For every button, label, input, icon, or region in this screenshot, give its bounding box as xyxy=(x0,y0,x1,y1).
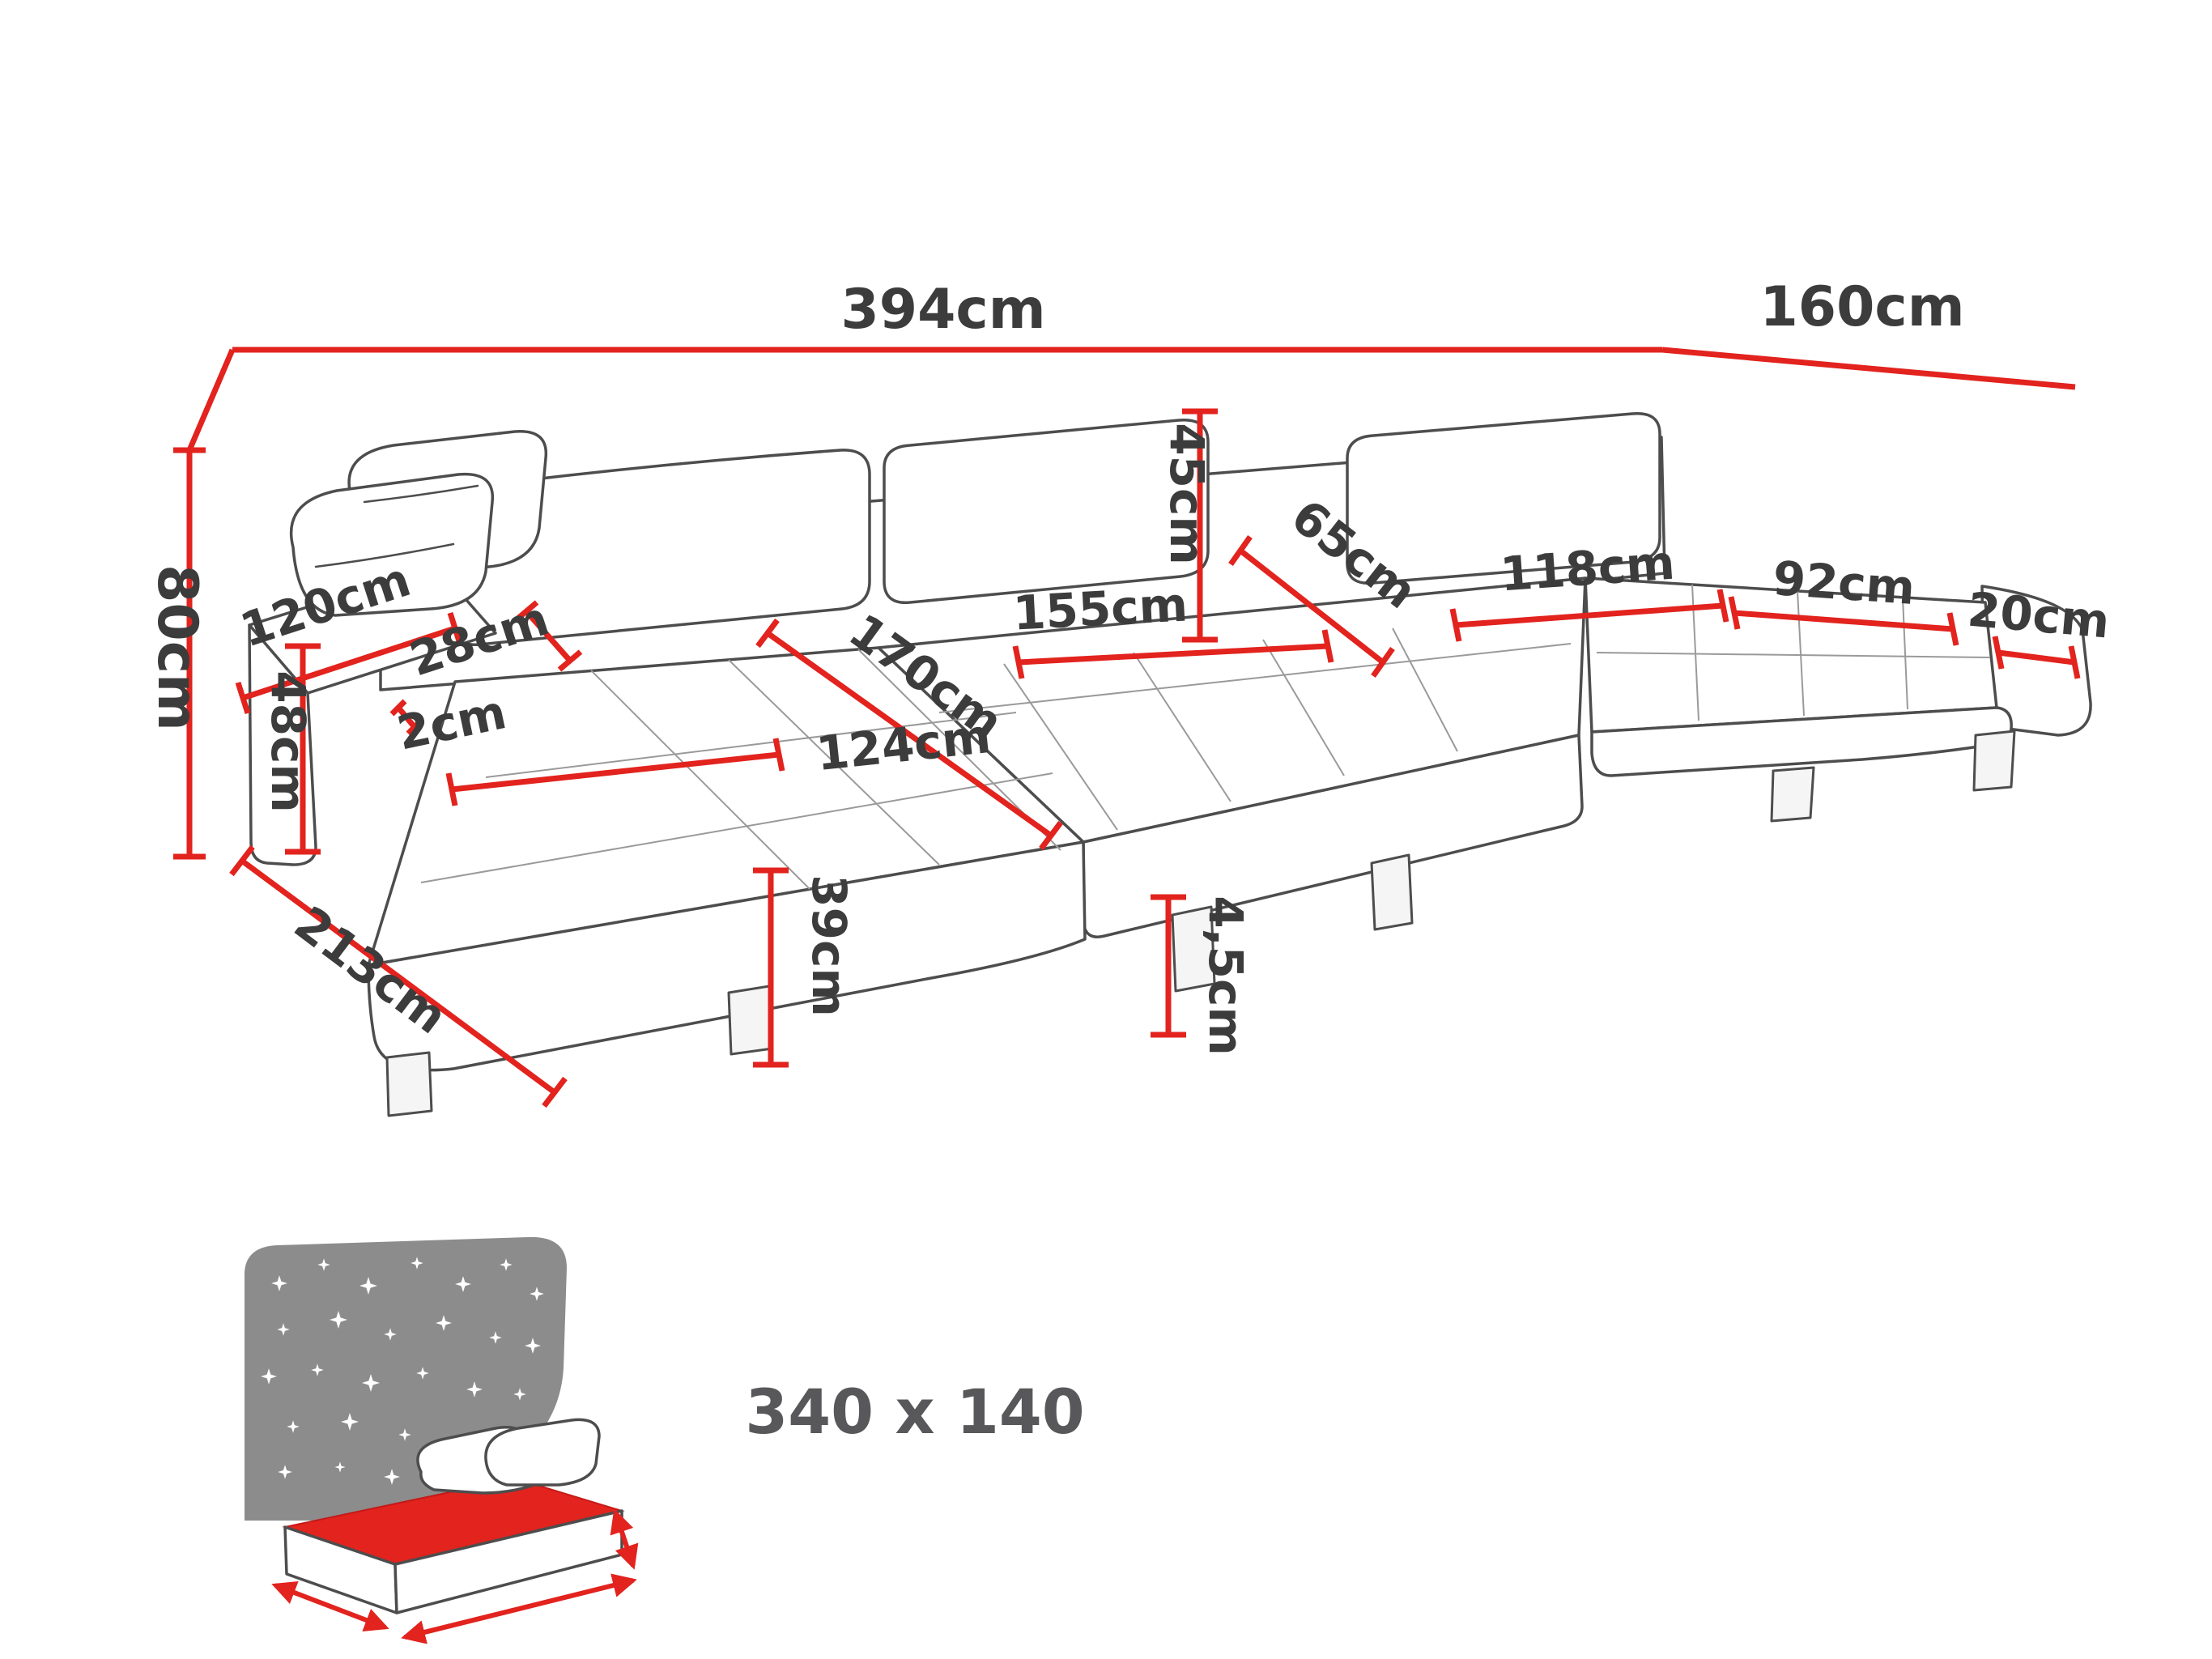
dim-total-width-line xyxy=(186,347,1662,452)
dim-depth-left-line xyxy=(229,844,568,1108)
sleeping-function-icon xyxy=(244,1236,639,1644)
dim-middle-seat-width-label: 155cm xyxy=(1011,576,1189,640)
dim-depth-right-label: 160cm xyxy=(1759,275,1964,339)
dim-foot-height-label: 4,5cm xyxy=(1198,895,1253,1056)
dim-seat-front-height-label: 39cm xyxy=(802,874,857,1017)
bed-width-arrow xyxy=(271,1580,389,1632)
dim-total-width-label: 394cm xyxy=(840,278,1045,342)
bed-side-arrow xyxy=(610,1508,639,1570)
dim-armrest-height-label: 48cm xyxy=(261,670,316,813)
dim-right-armrest-width-line xyxy=(1992,636,2081,679)
right-chaise-front xyxy=(1590,706,2013,777)
dim-right-chaise-length-line xyxy=(1728,596,1959,646)
right-chaise-quilting xyxy=(1596,584,1991,721)
dim-right-chaise-length-label: 92cm xyxy=(1771,551,1916,615)
left-chaise-quilting xyxy=(420,649,1061,890)
dim-armrest-width-line xyxy=(513,600,583,672)
dim-right-seat-width-label: 118cm xyxy=(1499,535,1677,602)
bed-pillow-right xyxy=(484,1418,601,1487)
dim-seat-depth-line xyxy=(1228,534,1395,678)
back-cushion-right xyxy=(1346,411,1661,585)
middle-seat-quilting xyxy=(938,627,1572,831)
dim-backrest-cushion-line xyxy=(1182,408,1218,643)
dim-foot-height-line xyxy=(1151,894,1186,1038)
dim-backrest-cushion-label: 45cm xyxy=(1159,423,1214,565)
pillow-crease-lines xyxy=(314,484,479,568)
dim-depth-right-line xyxy=(1661,347,2076,390)
dim-chaise-length-line xyxy=(755,618,1063,851)
dim-middle-seat-width-line xyxy=(1012,629,1334,679)
dim-backrest-height-label: 80cm xyxy=(145,564,209,731)
dimension-lines xyxy=(173,347,2081,1108)
dim-armrest-gap-line xyxy=(389,699,423,736)
dim-right-seat-width-line xyxy=(1449,589,1729,642)
armrest-pillow-front xyxy=(289,472,495,617)
sleeping-area-label: 340 x 140 xyxy=(745,1376,1084,1448)
bed-length-arrow xyxy=(401,1573,637,1644)
back-cushion-middle xyxy=(883,419,1210,604)
dim-armrest-length-line xyxy=(235,611,463,715)
dim-backrest-height-line xyxy=(173,447,206,860)
dim-right-armrest-width-label: 20cm xyxy=(1965,582,2112,649)
dim-seat-front-height-line xyxy=(753,867,789,1068)
dim-chaise-width-line xyxy=(445,738,785,806)
sofa-drawing xyxy=(248,411,2092,1117)
